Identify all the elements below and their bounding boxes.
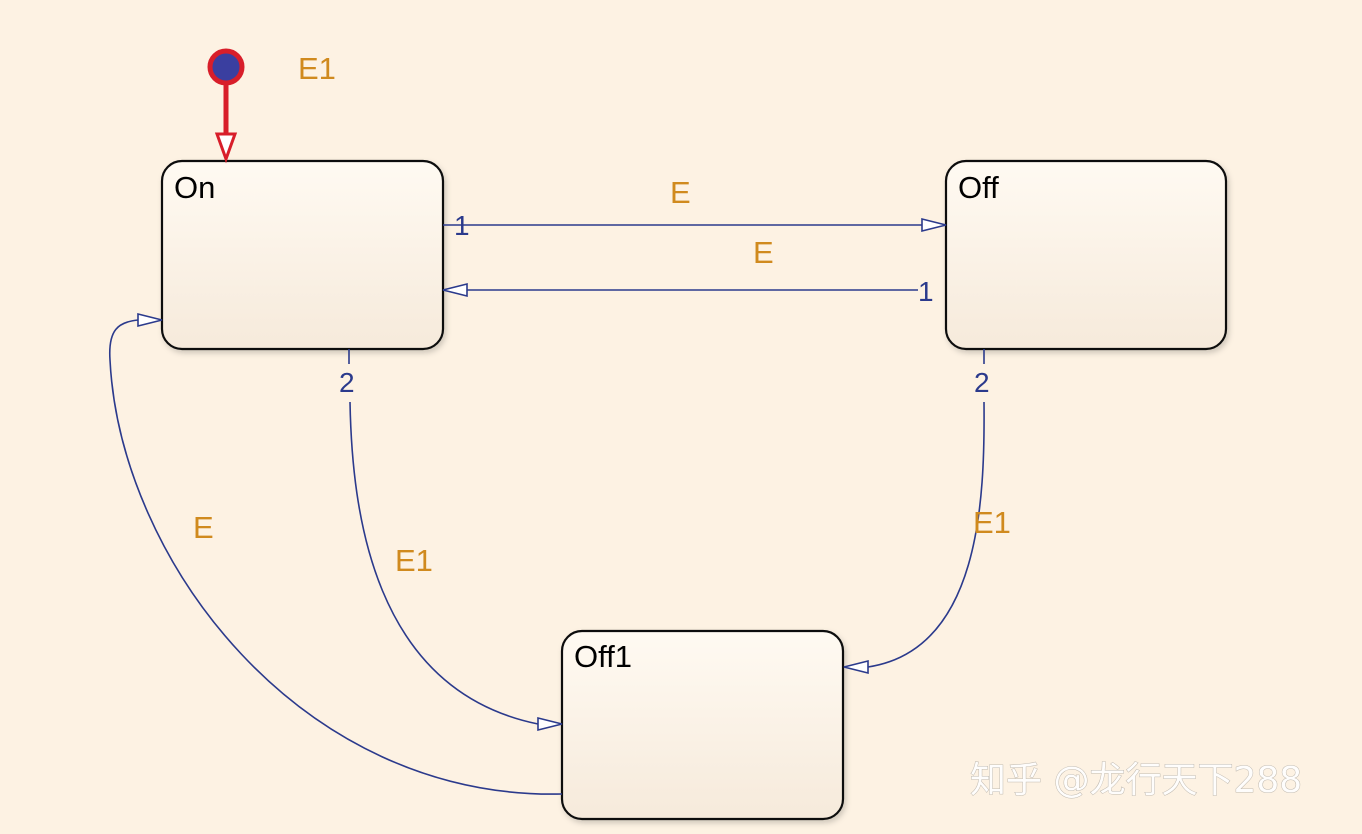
- state-off1-box[interactable]: [560, 629, 845, 821]
- transition-off1-to-on-arrowhead: [137, 312, 163, 328]
- transition-off-to-off1[interactable]: 2 E1: [843, 349, 1011, 675]
- transition-off1-to-on-line[interactable]: [109, 319, 563, 795]
- transition-on-to-off1-line[interactable]: [349, 401, 539, 725]
- transition-off-to-off1-line[interactable]: [867, 401, 985, 668]
- transition-on-to-off1[interactable]: 2 E1: [339, 349, 563, 732]
- state-off-label: Off: [958, 170, 999, 205]
- watermark-text: 知乎 @龙行天下288: [970, 760, 1302, 801]
- transition-off-to-off1-event: E1: [973, 505, 1011, 540]
- transition-on-to-off1-order: 2: [339, 367, 355, 398]
- transition-off-to-off1-order: 2: [974, 367, 990, 398]
- transition-off-to-on-arrowhead: [442, 282, 468, 298]
- transition-on-to-off1-arrowhead: [537, 716, 563, 732]
- state-off1[interactable]: Off1: [560, 629, 845, 821]
- transition-off-to-on-order: 1: [918, 276, 934, 307]
- default-transition-arrowhead: [214, 132, 238, 164]
- transition-on-to-off-event: E: [670, 175, 691, 210]
- transition-off1-to-on[interactable]: E: [109, 312, 563, 795]
- default-transition-dot[interactable]: [207, 48, 245, 86]
- state-off-box[interactable]: [944, 159, 1228, 351]
- state-on[interactable]: On: [160, 159, 445, 351]
- transition-on-to-off-order: 1: [454, 210, 470, 241]
- transition-off1-to-on-event: E: [193, 510, 214, 545]
- state-on-box[interactable]: [160, 159, 445, 351]
- transition-off-to-on-event: E: [753, 235, 774, 270]
- state-off[interactable]: Off: [944, 159, 1228, 351]
- transition-on-to-off[interactable]: 1 E: [443, 175, 947, 241]
- default-transition-event: E1: [298, 51, 336, 86]
- transition-on-to-off1-event: E1: [395, 543, 433, 578]
- transition-off-to-off1-arrowhead: [843, 659, 869, 675]
- transition-off-to-on[interactable]: 1 E: [442, 235, 934, 307]
- state-off1-label: Off1: [574, 639, 632, 674]
- state-on-label: On: [174, 170, 215, 205]
- default-transition[interactable]: E1: [207, 48, 336, 164]
- transition-on-to-off-arrowhead: [921, 217, 947, 233]
